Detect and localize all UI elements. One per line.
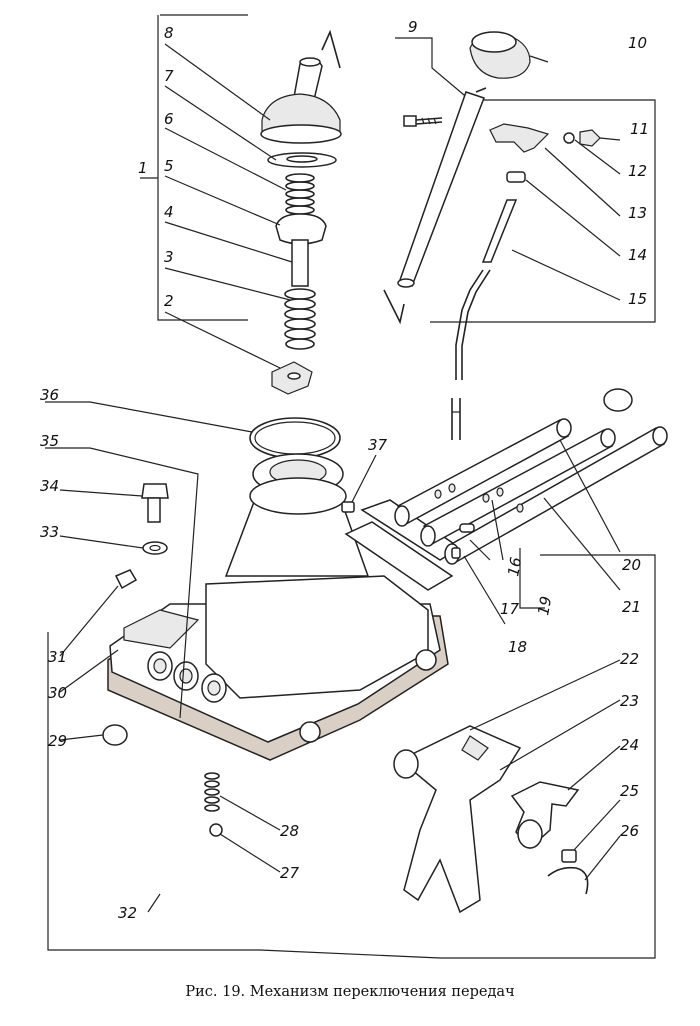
- label-22: 22: [620, 650, 639, 668]
- left-small-parts: [102, 483, 223, 837]
- label-26: 26: [620, 822, 639, 840]
- label-31: 31: [48, 648, 67, 666]
- label-35: 35: [40, 432, 59, 450]
- group-frames: [47, 14, 656, 959]
- label-19: 19: [534, 595, 555, 617]
- detent-spring: [204, 772, 220, 812]
- label-13: 13: [628, 204, 647, 222]
- label-29: 29: [48, 732, 67, 750]
- label-9: 9: [408, 18, 418, 36]
- spring-lower: [284, 288, 316, 350]
- label-34: 34: [40, 477, 59, 495]
- label-36: 36: [40, 386, 59, 404]
- label-15: 15: [628, 290, 647, 308]
- label-1: 1: [138, 159, 148, 177]
- label-27: 27: [280, 864, 300, 882]
- gasket-ring: [249, 417, 341, 459]
- label-8: 8: [164, 24, 174, 42]
- label-32: 32: [118, 904, 137, 922]
- label-28: 28: [280, 822, 299, 840]
- label-20: 20: [622, 556, 641, 574]
- label-10: 10: [628, 34, 647, 52]
- label-12: 12: [628, 162, 647, 180]
- label-24: 24: [620, 736, 639, 754]
- upper-right-parts: [383, 31, 601, 440]
- label-7: 7: [164, 67, 174, 85]
- label-2: 2: [164, 292, 174, 310]
- label-11: 11: [630, 120, 649, 138]
- label-5: 5: [164, 157, 174, 175]
- label-17: 17: [500, 600, 520, 618]
- leader-lines: [45, 43, 621, 913]
- label-21: 21: [622, 598, 641, 616]
- label-33: 33: [40, 523, 59, 541]
- label-6: 6: [164, 110, 174, 128]
- label-25: 25: [620, 782, 639, 800]
- label-3: 3: [164, 248, 174, 266]
- label-18: 18: [508, 638, 527, 656]
- shift-rails: [394, 388, 668, 565]
- part-numbers: 1 2 3 4 5 6 7 8 9 10 11 12 13 14 15 16 1…: [40, 18, 649, 922]
- lever-assembly: [260, 29, 342, 395]
- label-37: 37: [368, 436, 388, 454]
- label-14: 14: [628, 246, 647, 264]
- knob: [469, 31, 531, 79]
- housing: [107, 453, 462, 761]
- label-23: 23: [620, 692, 639, 710]
- forks: [393, 725, 589, 914]
- label-4: 4: [164, 203, 174, 221]
- label-30: 30: [48, 684, 67, 702]
- spring-upper: [285, 173, 315, 215]
- label-16: 16: [504, 556, 525, 578]
- figure-caption: Рис. 19. Механизм переключения передач: [185, 984, 514, 1000]
